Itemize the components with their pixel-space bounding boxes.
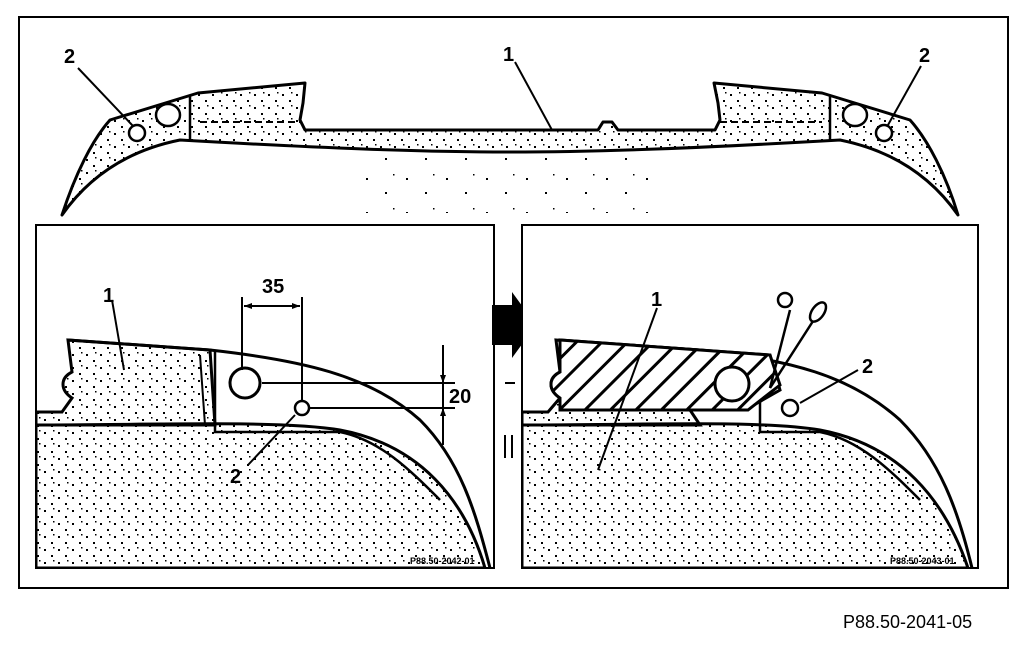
- right-reference-hole: [713, 365, 751, 403]
- left-dim-vertical: 20: [449, 386, 471, 408]
- top-hole-right: [874, 123, 894, 143]
- top-bumper-view: 2 1 2: [60, 44, 960, 217]
- right-figure-code: P88.50-2043-01: [890, 556, 955, 566]
- left-detail-panel: 1 35 20 2 P88.50-2042-01: [35, 224, 495, 569]
- right-drill-hole: [780, 398, 800, 418]
- left-label-hole: 2: [230, 466, 241, 488]
- break-marks: [504, 382, 515, 458]
- scissors-icon: [768, 291, 828, 389]
- top-hole-left: [127, 123, 147, 143]
- process-arrow: [492, 292, 536, 358]
- top-label-hole-left: 2: [64, 46, 75, 68]
- right-detail-panel: 1 2 P88.50-2043-01: [521, 224, 979, 569]
- left-dim-horizontal: 35: [262, 276, 284, 298]
- right-label-part: 1: [651, 289, 662, 311]
- outer-frame: [18, 16, 1009, 589]
- figure-reference-code: P88.50-2041-05: [843, 612, 973, 632]
- left-label-part: 1: [103, 285, 114, 307]
- left-reference-hole: [228, 366, 262, 400]
- left-drill-hole: [293, 399, 311, 417]
- right-label-hole: 2: [862, 356, 873, 378]
- top-label-hole-right: 2: [919, 45, 930, 67]
- left-figure-code: P88.50-2042-01: [410, 556, 475, 566]
- top-label-part: 1: [503, 44, 514, 66]
